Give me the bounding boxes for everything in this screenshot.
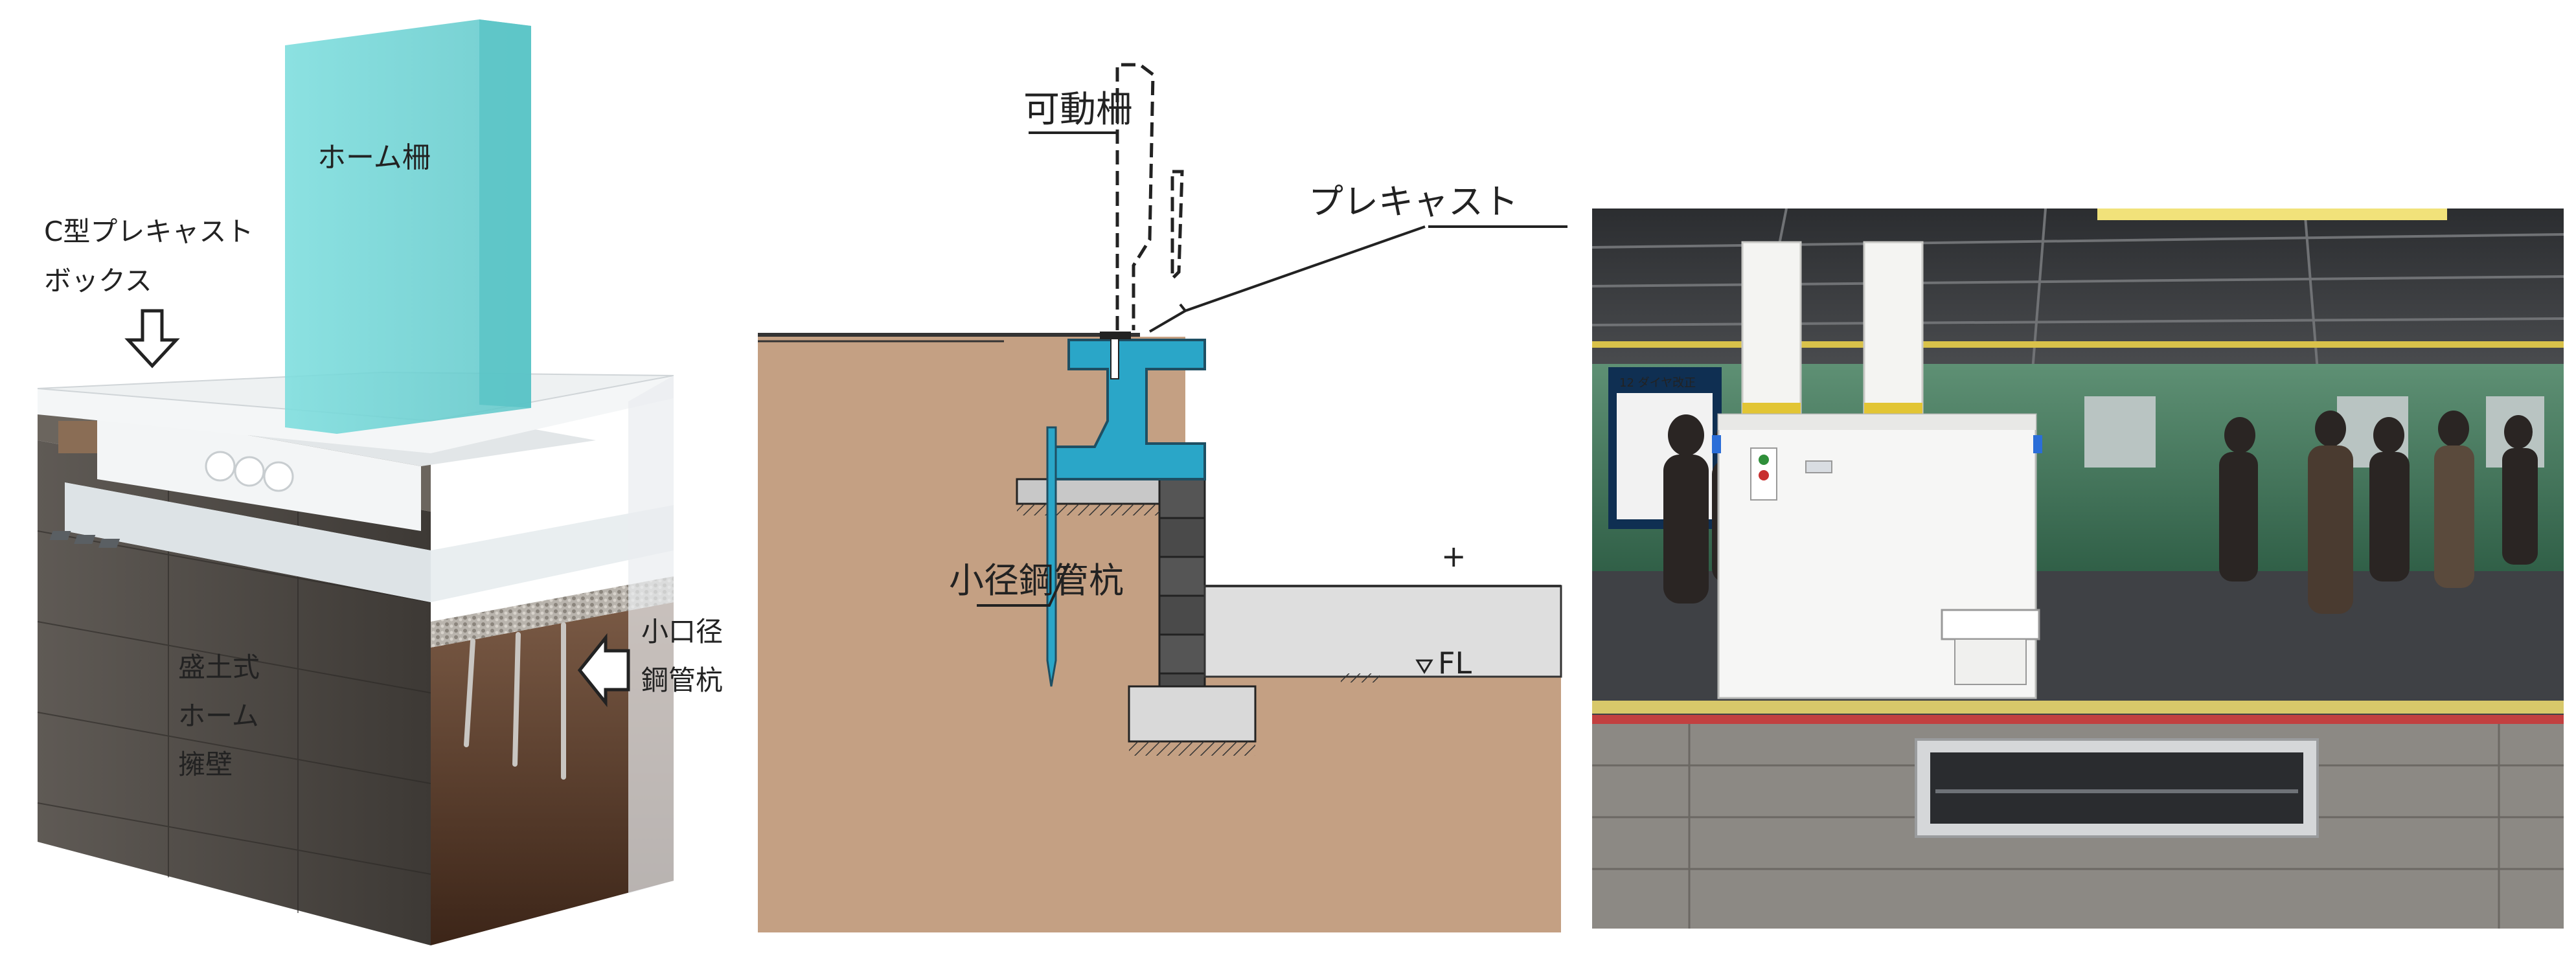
station-photo-panel: 12 ダイヤ改正 [1592, 209, 2564, 929]
track-bed [1203, 585, 1562, 678]
green-indicator-icon [1759, 455, 1769, 465]
gravel-layer [431, 576, 674, 648]
gate-post-right [1863, 241, 1924, 415]
block-wall [1158, 478, 1206, 714]
box-label-line2: ボックス [44, 265, 152, 297]
precast-c-section [1048, 339, 1206, 480]
precast-label: プレキャスト [1308, 181, 1518, 222]
pile-label-line1: 小口径 [641, 616, 723, 648]
red-indicator-icon [1759, 470, 1769, 480]
box-down-arrow-icon [124, 309, 180, 368]
pile-left-arrow-icon [577, 633, 630, 708]
wall-block-seams [37, 464, 431, 913]
pile-label-line2: 鋼管杭 [641, 664, 723, 696]
platform-fence [285, 19, 531, 434]
cross-section-panel: 可動柵 プレキャスト 小径鋼管杭 + FL [758, 0, 1567, 959]
tactile-strip [1592, 701, 2564, 714]
station-photo: 12 ダイヤ改正 [1592, 209, 2564, 929]
c-box-end-wall [628, 376, 674, 894]
wall-cap-block [58, 421, 97, 453]
leader-lines [977, 131, 1567, 607]
anchor-bolt [1110, 336, 1119, 379]
wall-label-line1: 盛土式 [178, 651, 260, 683]
cable-conduits [205, 451, 294, 492]
small-pipe-piles [464, 622, 566, 780]
fence-label: ホーム柵 [317, 141, 431, 174]
base-ports [49, 531, 120, 548]
wall-label-line3: 擁壁 [178, 749, 233, 780]
cross-section-drawing: 可動柵 プレキャスト 小径鋼管杭 + FL [758, 63, 1567, 932]
sensor-hood [1941, 609, 2040, 640]
movable-fence-outline [1115, 63, 1184, 330]
precast-base-slab [1016, 478, 1161, 505]
isometric-illustration-panel: ホーム柵 C型プレキャスト ボックス 小口径 鋼管杭 盛土式 ホーム 擁壁 [0, 0, 751, 959]
sensor-box [1954, 638, 2027, 685]
fl-label: FL [1438, 646, 1472, 681]
box-label-line1: C型プレキャスト [44, 216, 253, 247]
wall-footing [1128, 685, 1257, 743]
gate-post-left [1741, 241, 1802, 415]
timetable-sign-text: 12 ダイヤ改正 [1619, 376, 1696, 390]
movable-fence-label: 可動柵 [1023, 89, 1132, 131]
platform-edge-red [1592, 715, 2564, 724]
fl-triangle-icon [1415, 659, 1433, 674]
pile-label: 小径鋼管杭 [949, 560, 1124, 601]
small-steel-pile [1046, 426, 1057, 687]
ceiling-light [2097, 209, 2447, 220]
plus-mark: + [1441, 539, 1466, 574]
wall-label-line2: ホーム [178, 700, 259, 732]
isometric-illustration: ホーム柵 C型プレキャスト ボックス 小口径 鋼管杭 盛土式 ホーム 擁壁 [37, 19, 723, 945]
